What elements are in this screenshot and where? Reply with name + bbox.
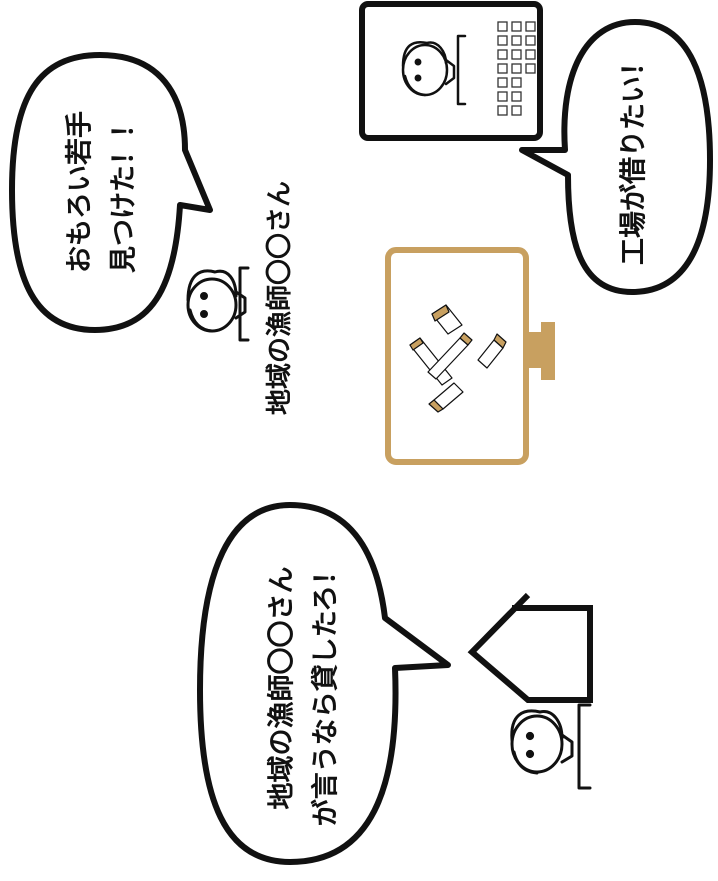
speech-bubble-top-left [9,52,213,333]
bubble-bottom-line2: が言うなら貸したろ！ [310,557,342,827]
bubble-top-right-line1: 工場が借りたい！ [618,49,650,265]
wood-blocks-icon [409,304,507,413]
house-icon [467,592,593,703]
bubble-bottom-line1: 地域の漁師〇〇さん [266,566,298,810]
bubble-top-left-line1: おもろい若手 [64,111,96,273]
young-worker-person-icon [186,266,250,342]
monitor-icon [385,247,555,465]
fisher-caption: 地域の漁師〇〇さん [265,180,295,416]
speech-bubble-bottom [197,502,451,865]
bubble-top-left-line2: 見つけた！！ [108,111,140,273]
landlord-person-icon [510,703,592,790]
document-card-icon [359,1,543,141]
speech-bubble-top-right [519,19,713,295]
